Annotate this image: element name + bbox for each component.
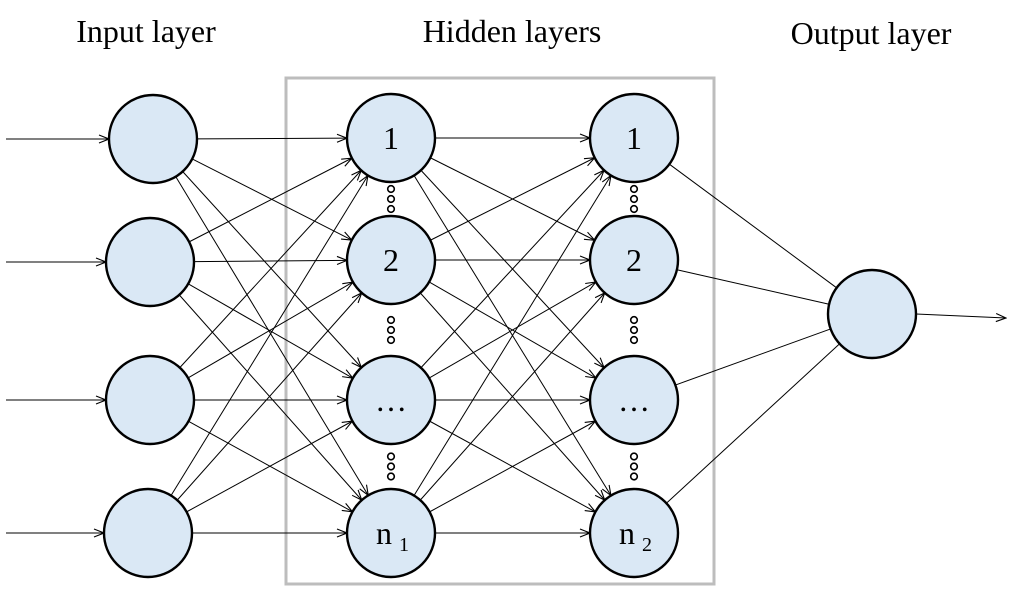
ellipsis-dot xyxy=(629,194,639,204)
input-layer xyxy=(102,93,199,579)
hidden1-node-1 xyxy=(345,92,437,184)
hidden1-to-hidden2-edge xyxy=(420,170,604,369)
input-node xyxy=(104,354,196,446)
hidden2-node-n2 xyxy=(588,487,680,579)
output-layer-title: Output layer xyxy=(791,15,952,51)
ellipsis-dot xyxy=(386,335,396,345)
io-arrows xyxy=(6,139,1006,533)
hidden1-node-n1-label: n xyxy=(376,515,392,551)
hidden-layers-box xyxy=(284,76,716,586)
input-node xyxy=(102,487,194,579)
connections xyxy=(170,138,840,533)
hidden1-node-2-label: 2 xyxy=(383,242,399,278)
input-to-hidden1-edge xyxy=(188,158,352,243)
ellipsis-dots xyxy=(386,184,639,481)
hidden2-node-1 xyxy=(588,92,680,184)
ellipsis-dot xyxy=(386,315,396,325)
hidden1-node-2 xyxy=(345,214,437,306)
ellipsis-dot xyxy=(386,462,396,471)
ellipsis-dot xyxy=(386,194,396,204)
hidden1-node-ellipsis xyxy=(345,354,437,446)
hidden1-to-hidden2-edge xyxy=(429,421,596,513)
hidden2-node-n2-subscript: 2 xyxy=(642,534,652,556)
input-layer-title: Input layer xyxy=(76,13,216,49)
hidden-layer-1: 1 2 … n 1 xyxy=(345,92,437,579)
input-to-hidden1-edge xyxy=(187,283,353,378)
input-to-hidden1-edge xyxy=(179,170,361,368)
hidden2-node-1-label: 1 xyxy=(626,120,642,156)
hidden1-node-n1-subscript: 1 xyxy=(399,534,409,556)
hidden2-node-n2-label: n xyxy=(619,515,635,551)
input-node xyxy=(104,216,196,308)
hidden2-to-output-edge xyxy=(669,163,837,289)
output-layer xyxy=(826,268,918,360)
ellipsis-dot xyxy=(629,204,639,214)
hidden1-to-hidden2-edge xyxy=(428,282,596,379)
input-to-hidden1-edge xyxy=(170,175,368,496)
hidden2-to-output-edge xyxy=(676,269,830,305)
hidden1-to-hidden2-edge xyxy=(413,175,611,496)
input-node xyxy=(107,93,199,185)
ellipsis-dot xyxy=(386,184,396,194)
ellipsis-dot xyxy=(629,472,639,481)
input-to-hidden1-edge xyxy=(196,138,347,139)
input-to-hidden1-edge xyxy=(175,176,368,496)
hidden2-node-ellipsis xyxy=(588,354,680,446)
hidden2-to-output-edge xyxy=(675,328,831,386)
hidden-layers-title: Hidden layers xyxy=(423,13,602,49)
input-to-hidden1-edge xyxy=(178,294,362,500)
ellipsis-dot xyxy=(386,472,396,481)
ellipsis-dot xyxy=(629,335,639,345)
hidden1-node-ellipsis-label: … xyxy=(375,382,407,418)
ellipsis-dot xyxy=(629,452,639,461)
ellipsis-dot xyxy=(386,452,396,461)
input-to-hidden1-edge xyxy=(193,260,347,261)
input-to-hidden1-edge xyxy=(186,421,353,513)
output-node xyxy=(826,268,918,360)
ellipsis-dot xyxy=(629,315,639,325)
input-to-hidden1-edge xyxy=(187,282,353,379)
hidden-layer-2: 1 2 … n 2 xyxy=(588,92,680,579)
input-to-hidden1-edge xyxy=(176,293,361,501)
hidden1-to-hidden2-edge xyxy=(430,158,594,241)
hidden1-node-1-label: 1 xyxy=(383,120,399,156)
ellipsis-dot xyxy=(629,325,639,335)
ellipsis-dot xyxy=(386,204,396,214)
hidden2-to-output-edge xyxy=(666,343,840,504)
hidden2-node-2 xyxy=(588,214,680,306)
hidden2-node-2-label: 2 xyxy=(626,242,642,278)
hidden1-node-n1 xyxy=(345,487,437,579)
hidden2-node-ellipsis-label: … xyxy=(618,382,650,418)
output-arrow xyxy=(915,314,1006,318)
hidden1-to-hidden2-edge xyxy=(419,293,604,501)
ellipsis-dot xyxy=(386,325,396,335)
ellipsis-dot xyxy=(629,184,639,194)
input-to-hidden1-edge xyxy=(182,171,362,368)
ellipsis-dot xyxy=(629,462,639,471)
